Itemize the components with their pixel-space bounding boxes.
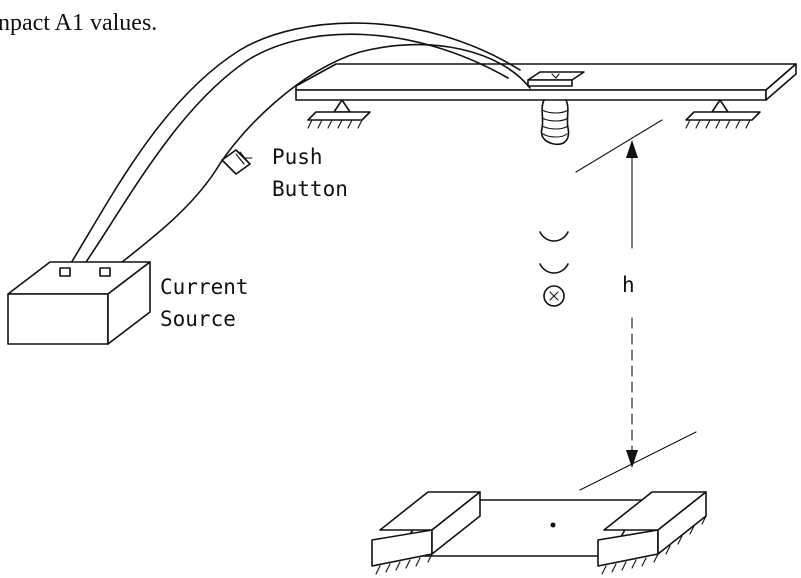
electromagnet-coil [540, 99, 570, 146]
caption-text: npact A1 values. [0, 10, 157, 36]
beam-top-block [527, 71, 585, 87]
impact-point [550, 522, 556, 528]
push-label-line2: Button [272, 177, 348, 201]
height-dimension [575, 119, 697, 491]
right-beam-support [685, 99, 761, 129]
lead-wires [67, 22, 531, 271]
current-label-line1: Current [160, 275, 249, 299]
push-button-switch [221, 149, 253, 175]
falling-ball-trail [539, 231, 569, 307]
current-source-box [7, 261, 151, 345]
push-label-line1: Push [272, 145, 323, 169]
height-label: h [622, 273, 635, 297]
left-beam-support [307, 99, 371, 129]
right-plate-support [597, 491, 707, 575]
left-plate-support [371, 491, 481, 575]
current-label-line2: Source [160, 307, 236, 331]
